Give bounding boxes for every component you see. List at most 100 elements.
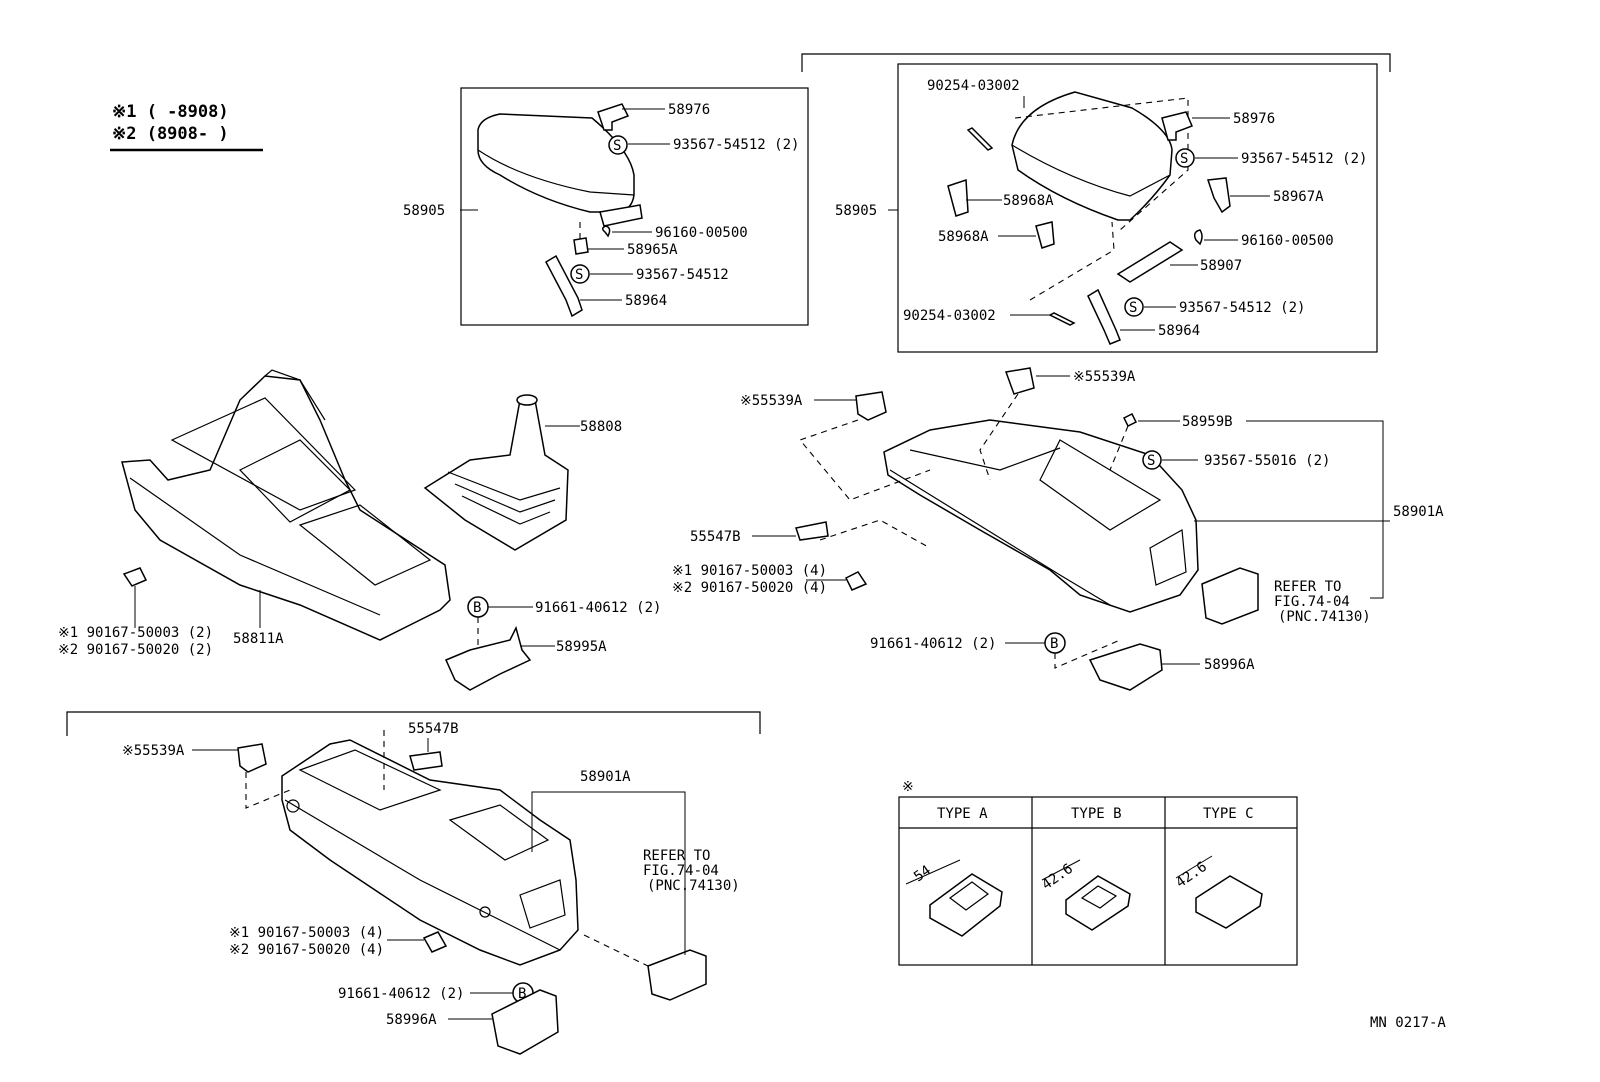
label-refer1-right: REFER TO <box>1274 579 1341 595</box>
s-symbol-icon <box>1142 450 1162 470</box>
s-symbol-label: S <box>1129 300 1137 316</box>
type-a-header: TYPE A <box>937 806 988 822</box>
b-symbol-label: B <box>1050 636 1058 652</box>
type-b-header: TYPE B <box>1071 806 1122 822</box>
bracket-58996a-bottom <box>491 989 559 1055</box>
label-55539a-bottom: ※55539A <box>122 743 185 759</box>
label-58808: 58808 <box>580 419 622 435</box>
console-58901a <box>883 419 1199 613</box>
b-symbol-label: B <box>518 986 526 1002</box>
label-58968a-1: 58968A <box>1003 193 1054 209</box>
pin-90254-lower <box>1048 312 1076 326</box>
strip-58907 <box>1116 241 1184 283</box>
type-a-dim: 54 <box>911 863 934 886</box>
hinge-58964 <box>545 254 583 318</box>
label-58901a-bottom: 58901A <box>580 769 631 785</box>
label-93567-54512-2c: 93567-54512 (2) <box>1179 300 1305 316</box>
clip-55547b-bottom <box>409 751 443 771</box>
label-screw1-right: ※1 90167-50003 (4) <box>672 563 827 579</box>
clip-96160-icon <box>1193 229 1203 246</box>
bracket-58996a <box>1088 643 1163 691</box>
label-screw1-bottom: ※1 90167-50003 (4) <box>229 925 384 941</box>
s-symbol-icon <box>608 135 628 155</box>
type-c-dim: 42.6 <box>1173 859 1210 891</box>
label-93567-55016: 93567-55016 (2) <box>1204 453 1330 469</box>
label-58907: 58907 <box>1200 258 1242 274</box>
insert-74130-bottom <box>647 949 707 1001</box>
legend-line1: ※1 ( -8908) <box>112 102 229 122</box>
type-b-dim: 42.6 <box>1039 861 1076 893</box>
bracket-bottom <box>66 711 761 736</box>
bracket-top-right <box>801 53 1391 72</box>
label-90254-top: 90254-03002 <box>927 78 1020 94</box>
armrest-group-1: S S 58976 93567-54512 (2) 58905 96160-00… <box>403 87 809 326</box>
armrest-box-2 <box>897 63 1378 353</box>
label-90254-bottom: 90254-03002 <box>903 308 996 324</box>
label-refer1-bottom: REFER TO <box>643 848 710 864</box>
label-refer3-right: (PNC.74130) <box>1278 609 1371 625</box>
label-screw2-bottom: ※2 90167-50020 (4) <box>229 942 384 958</box>
label-55547b-bottom: 55547B <box>408 721 459 737</box>
clip-58976-b <box>1161 111 1193 141</box>
label-58964: 58964 <box>625 293 667 309</box>
clip-96160-icon <box>602 225 611 238</box>
label-93567-54512: 93567-54512 <box>636 267 729 283</box>
type-a-clip-icon <box>929 873 1003 937</box>
label-58905-b: 58905 <box>835 203 877 219</box>
s-symbol-label: S <box>613 138 621 154</box>
clip-55539a-2 <box>1004 367 1035 395</box>
lid-hinge-plate <box>599 204 643 227</box>
label-58996a-right: 58996A <box>1204 657 1255 673</box>
s-symbol-label: S <box>1180 151 1188 167</box>
screw-90167 <box>122 567 148 587</box>
label-55539a-1: ※55539A <box>740 393 803 409</box>
label-93567-54512-2-b: 93567-54512 (2) <box>1241 151 1367 167</box>
label-93567-54512-2: 93567-54512 (2) <box>673 137 799 153</box>
label-96160-00500: 96160-00500 <box>655 225 748 241</box>
label-refer3-bottom: (PNC.74130) <box>647 878 740 894</box>
legend: ※1 ( -8908) ※2 (8908- ) <box>110 102 263 152</box>
hinge-58964-b <box>1087 288 1121 345</box>
label-58996a-bottom: 58996A <box>386 1012 437 1028</box>
label-55547b-right: 55547B <box>690 529 741 545</box>
clip-55539a <box>855 391 887 421</box>
label-58964-b: 58964 <box>1158 323 1200 339</box>
label-screw2-left: ※2 90167-50020 (2) <box>58 642 213 658</box>
type-table: ※ TYPE A TYPE B TYPE C 54 42.6 42.6 <box>898 779 1298 966</box>
label-91661-left: 91661-40612 (2) <box>535 600 661 616</box>
label-58965a: 58965A <box>627 242 678 258</box>
label-58811a: 58811A <box>233 631 284 647</box>
label-screw1-left: ※1 90167-50003 (2) <box>58 625 213 641</box>
type-table-marker: ※ <box>902 779 914 795</box>
label-refer2-right: FIG.74-04 <box>1274 594 1350 610</box>
legend-line2: ※2 (8908- ) <box>112 124 229 144</box>
console-right-group: S B ※55539A ※55539A 58959B 93567-55016 (… <box>672 367 1444 691</box>
label-91661-bottom: 91661-40612 (2) <box>338 986 464 1002</box>
s-symbol-label: S <box>1147 453 1155 469</box>
insert-74130 <box>1201 567 1259 625</box>
label-58901a-right: 58901A <box>1393 504 1444 520</box>
console-58901a-bottom <box>281 739 579 966</box>
part-58959b <box>1122 412 1138 428</box>
s-symbol-icon <box>1124 297 1144 317</box>
s-symbol-icon <box>570 264 590 284</box>
pin-90254 <box>966 127 994 151</box>
screw-90167-b <box>844 571 868 591</box>
bracket-58967a <box>1206 177 1231 214</box>
label-screw2-right: ※2 90167-50020 (4) <box>672 580 827 596</box>
bracket-58995a <box>444 625 532 691</box>
s-symbol-label: S <box>575 267 583 283</box>
type-c-clip-icon <box>1195 875 1263 929</box>
console-58811a <box>121 375 451 641</box>
label-58995a: 58995A <box>556 639 607 655</box>
label-58968a-2: 58968A <box>938 229 989 245</box>
armrest-box-1 <box>460 87 809 326</box>
label-58959b: 58959B <box>1182 414 1233 430</box>
latch-58965a <box>573 237 589 255</box>
bracket-58968a-2 <box>1035 221 1055 249</box>
armrest-group-2: S S 90254-03002 58976 93567-54512 (2) 58… <box>801 53 1391 353</box>
s-symbol-icon <box>1175 148 1195 168</box>
figure-code: MN 0217-A <box>1370 1015 1446 1031</box>
console-bottom-group: B ※55539A 55547B 58901A REFER TO FIG.74-… <box>66 711 761 1055</box>
